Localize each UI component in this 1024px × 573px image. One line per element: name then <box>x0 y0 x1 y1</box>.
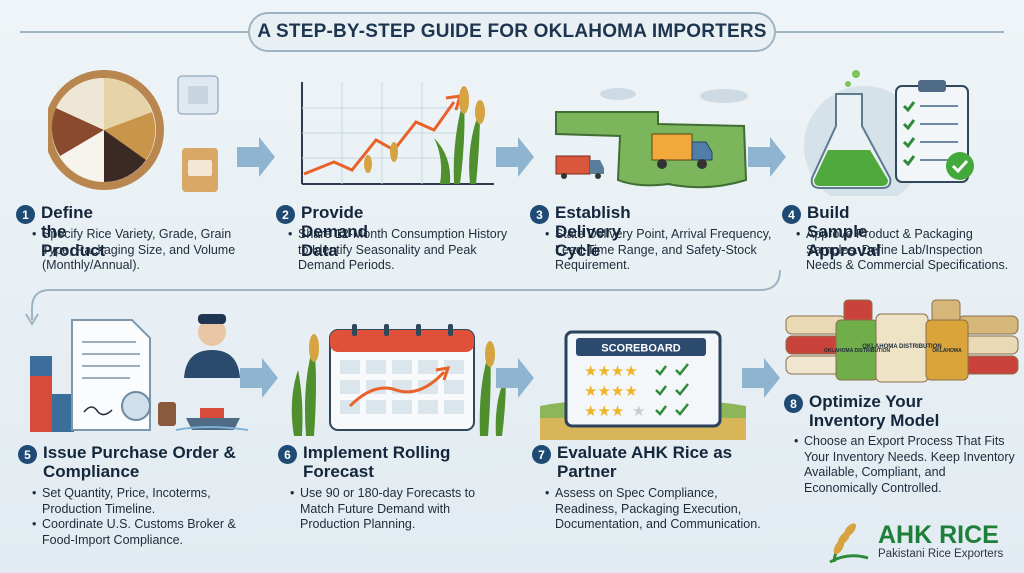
step-6-title: Implement Rolling Forecast <box>303 443 451 481</box>
page-title: A STEP-BY-STEP GUIDE FOR OKLAHOMA IMPORT… <box>248 12 776 52</box>
step-1-description: Specify Rice Variety, Grade, Grain Type,… <box>32 227 258 274</box>
step-7-text: Assess on Spec Compliance, Readiness, Pa… <box>545 486 763 533</box>
step-3-description: State Delivery Point, Arrival Frequency,… <box>545 227 777 274</box>
step-7-description: Assess on Spec Compliance, Readiness, Pa… <box>545 486 763 533</box>
step-5-number: 5 <box>18 445 37 464</box>
rice-stalk-icon <box>829 523 869 564</box>
title-rule-right <box>772 31 1004 33</box>
step-2-number: 2 <box>276 205 295 224</box>
svg-text:★★★: ★★★ <box>584 402 624 420</box>
step-8-number: 8 <box>784 394 803 413</box>
step-8-title: Optimize Your Inventory Model <box>809 392 940 430</box>
calendar-forecast-illustration <box>291 324 506 436</box>
step-3-text: State Delivery Point, Arrival Frequency,… <box>545 227 777 274</box>
arrow-2-3 <box>496 137 534 177</box>
step-5-bullet-1: Set Quantity, Price, Incoterms, Producti… <box>32 486 264 517</box>
svg-text:★: ★ <box>632 402 645 420</box>
step-5-bullet-2: Coordinate U.S. Customs Broker & Food-Im… <box>32 517 264 548</box>
step-7-heading: 7 Evaluate AHK Rice as Partner <box>532 443 757 481</box>
ahk-rice-logo: AHK RICE Pakistani Rice Exporters <box>826 515 1022 567</box>
logo-tagline: Pakistani Rice Exporters <box>878 547 1004 560</box>
logo-brand: AHK RICE <box>878 520 999 549</box>
step-6-text: Use 90 or 180-day Forecasts to Match Fut… <box>290 486 508 533</box>
step-4-text: Approve Product & Packaging Samples. Def… <box>796 227 1016 274</box>
bag-label-1: OKLAHOMA DISTRIBUTION <box>824 348 891 354</box>
scoreboard-label: SCOREBOARD <box>601 343 681 355</box>
bag-label-3: OKLAHOMA <box>932 348 962 354</box>
step-6-heading: 6 Implement Rolling Forecast <box>278 443 503 481</box>
step-8-heading: 8 Optimize Your Inventory Model <box>784 392 949 430</box>
arrow-3-4 <box>748 137 786 177</box>
scoreboard-illustration: SCOREBOARD ★★★★★★★★★★★ ★ <box>540 330 746 440</box>
step-6-description: Use 90 or 180-day Forecasts to Match Fut… <box>290 486 508 533</box>
rice-bags-illustration: OKLAHOMA DISTRIBUTION OKLAHOMA DISTRIBUT… <box>785 299 1019 383</box>
arrow-6-7 <box>496 358 534 398</box>
bag-label-2: OKLAHOMA DISTRIBUTION <box>862 344 941 350</box>
step-2-description: Share 12-Month Consumption History to Id… <box>288 227 508 274</box>
step-5-heading: 5 Issue Purchase Order & Compliance <box>18 443 253 481</box>
rice-bowl-illustration <box>48 70 219 192</box>
step-8-description: Choose an Export Process That Fits Your … <box>794 434 1020 496</box>
step-3-number: 3 <box>530 205 549 224</box>
step-5-description: Set Quantity, Price, Incoterms, Producti… <box>32 486 264 548</box>
svg-text:★★★★: ★★★★ <box>584 362 638 380</box>
step-4-description: Approve Product & Packaging Samples. Def… <box>796 227 1016 274</box>
step-7-number: 7 <box>532 445 551 464</box>
arrow-7-8 <box>742 358 780 398</box>
step-4-number: 4 <box>782 205 801 224</box>
title-rule-left <box>20 31 252 33</box>
arrow-1-2 <box>237 137 275 177</box>
step-6-number: 6 <box>278 445 297 464</box>
step-2-text: Share 12-Month Consumption History to Id… <box>288 227 508 274</box>
purchase-order-illustration <box>30 314 249 432</box>
step-1-number: 1 <box>16 205 35 224</box>
step-1-text: Specify Rice Variety, Grade, Grain Type,… <box>32 227 258 274</box>
lab-checklist-illustration <box>804 70 974 196</box>
step-8-text: Choose an Export Process That Fits Your … <box>794 434 1020 496</box>
step-5-title: Issue Purchase Order & Compliance <box>43 443 236 481</box>
delivery-map-illustration <box>555 88 748 189</box>
arrow-5-6 <box>240 358 278 398</box>
demand-chart-illustration <box>301 82 494 185</box>
svg-text:★★★★: ★★★★ <box>584 382 638 400</box>
row-connector <box>25 269 781 326</box>
step-7-title: Evaluate AHK Rice as Partner <box>557 443 733 481</box>
